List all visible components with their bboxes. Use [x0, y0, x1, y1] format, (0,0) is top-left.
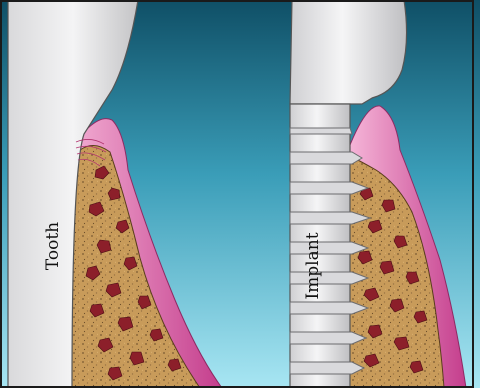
implant-label: Implant	[303, 232, 323, 299]
tooth-label: Tooth	[43, 222, 63, 270]
implant-crown-icon	[290, 0, 407, 104]
